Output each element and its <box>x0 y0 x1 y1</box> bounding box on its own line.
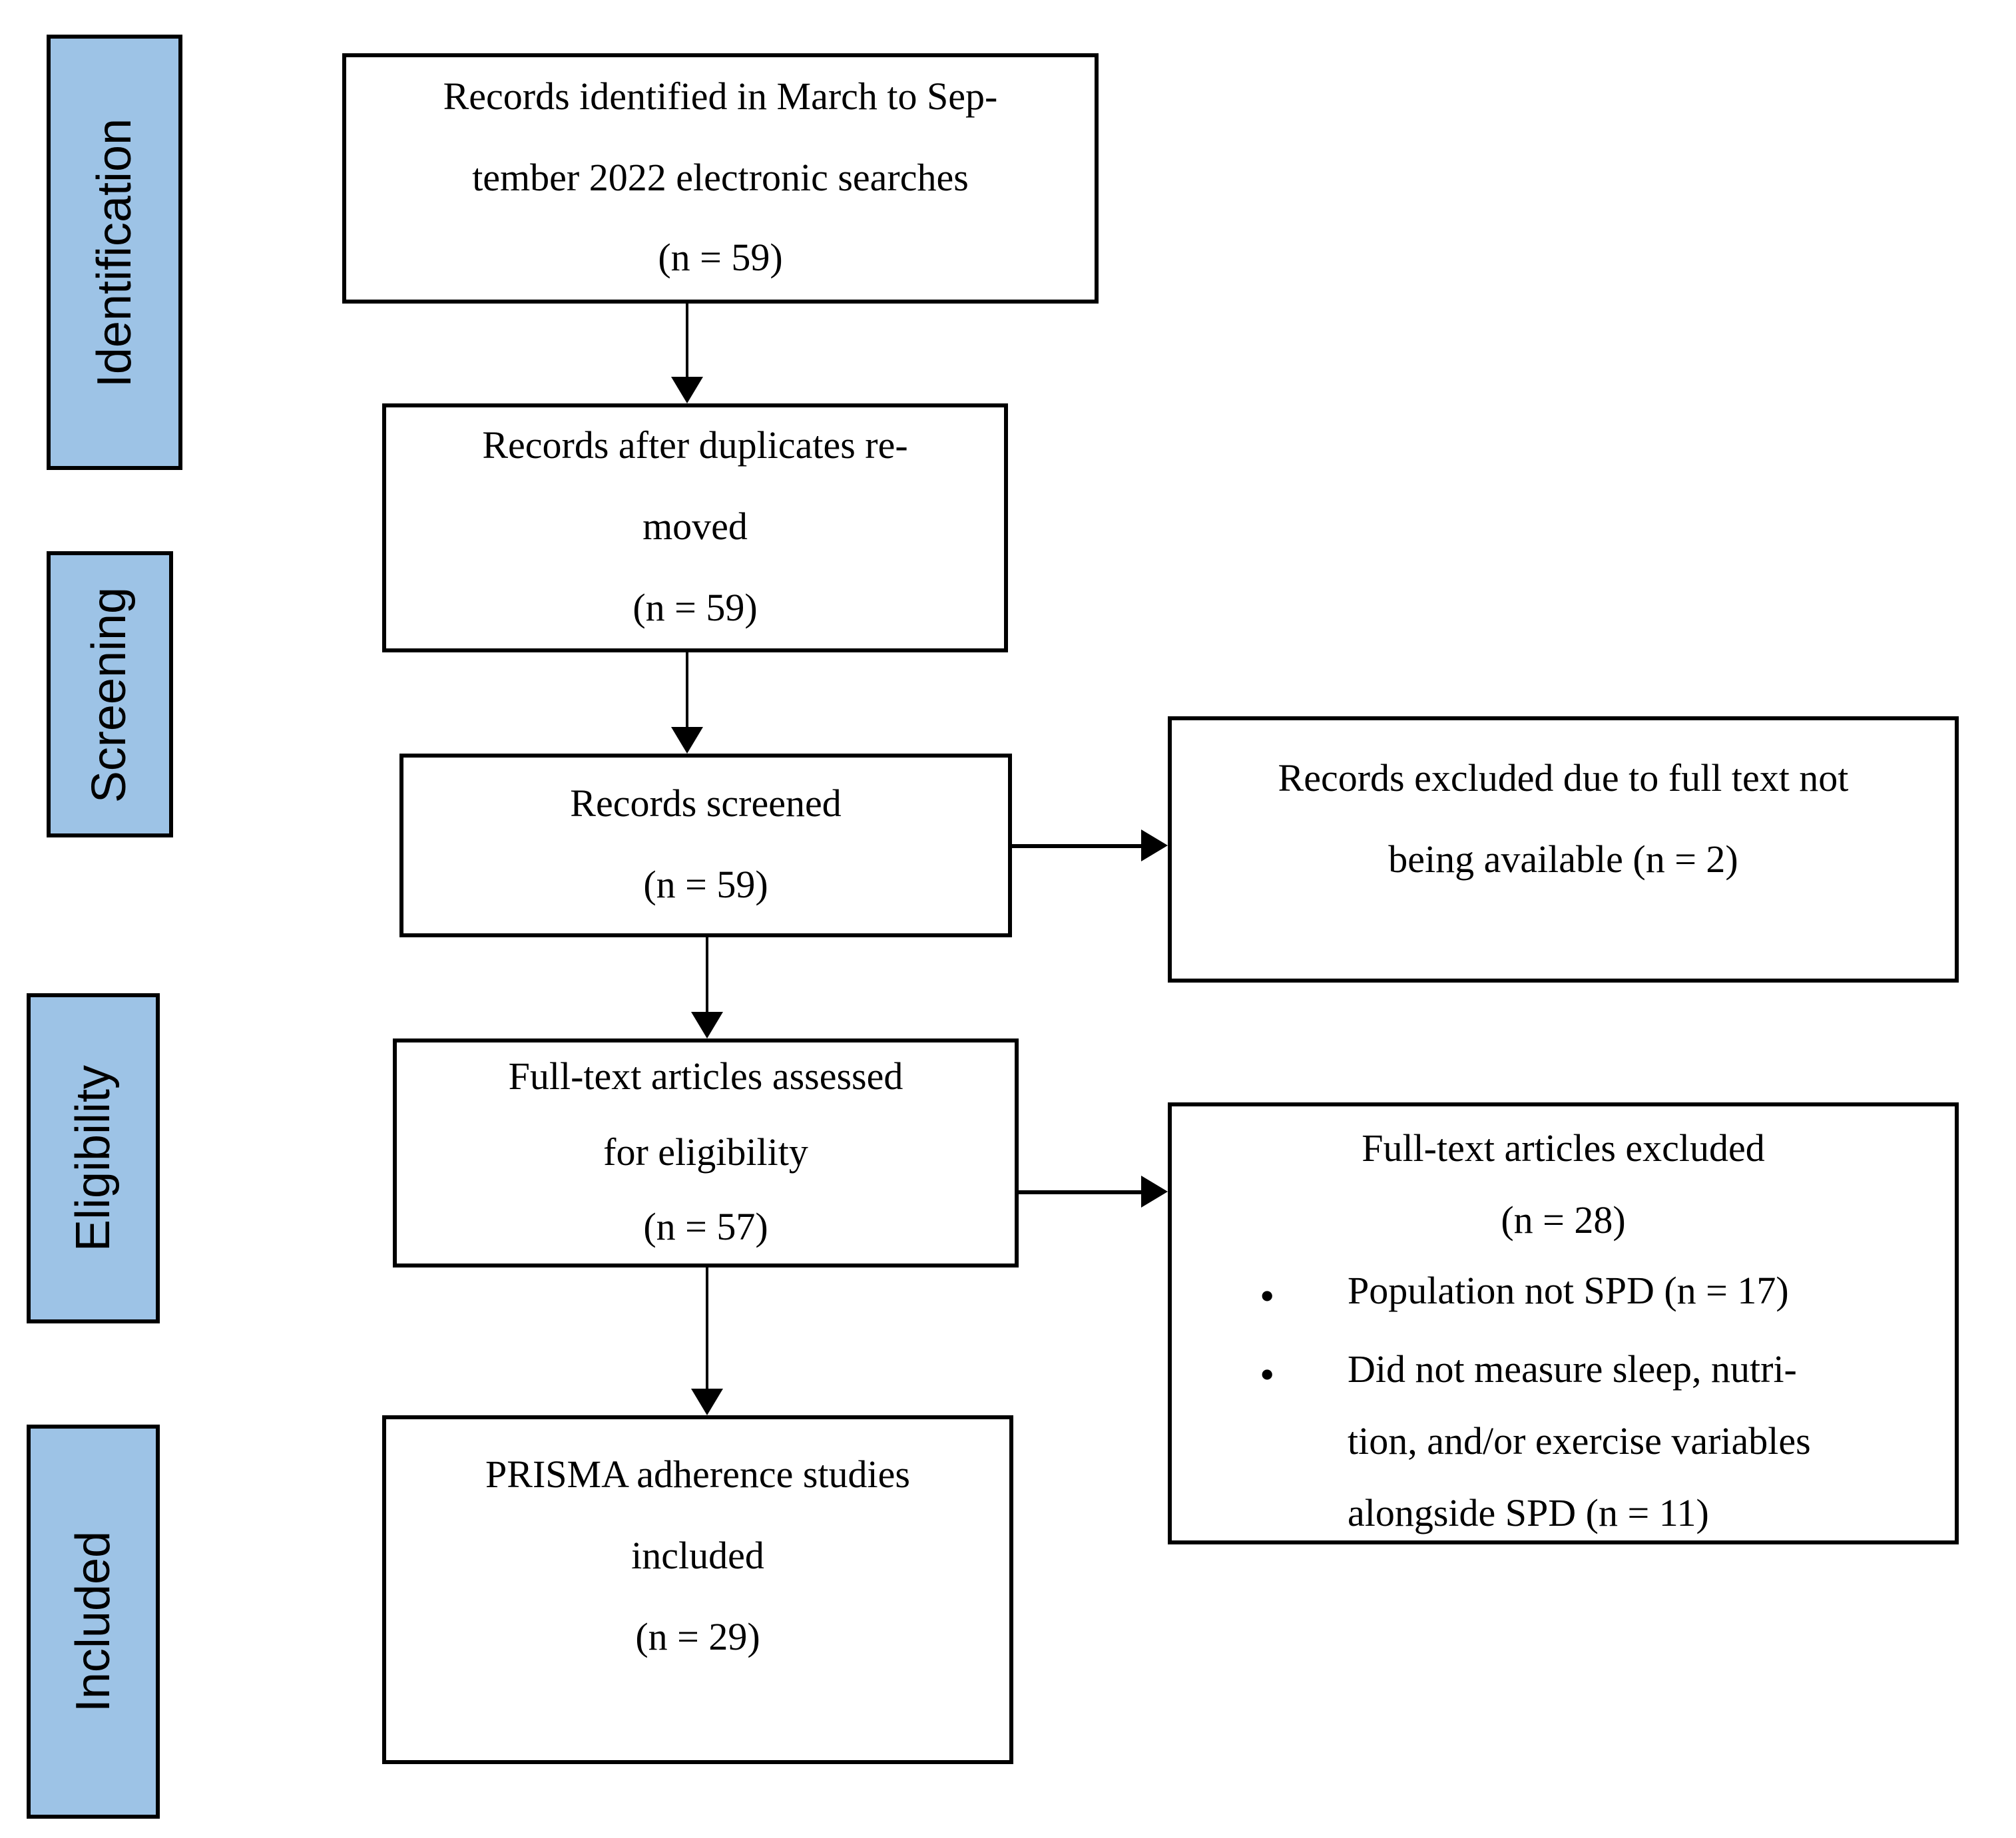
arrow-screened-to-excluded-head <box>1141 829 1168 861</box>
box-records-screened-text: Records screened (n = 59) <box>570 783 842 907</box>
box-excluded-no-fulltext: Records excluded due to full text not be… <box>1168 716 1959 983</box>
box-fulltext-excluded-count: (n = 28) <box>1501 1199 1626 1242</box>
arrow-deduplicated-to-screened-head <box>671 727 703 754</box>
stage-eligibility-label: Eligibility <box>65 1064 121 1252</box>
box-duplicates-removed-text: Records after duplicates re- moved (n = … <box>482 425 908 630</box>
box-fulltext-excluded: Full-text articles excluded (n = 28) • P… <box>1168 1102 1959 1544</box>
box-excluded-no-fulltext-text: Records excluded due to full text not be… <box>1278 758 1849 881</box>
arrow-assessed-to-excluded-head <box>1141 1176 1168 1208</box>
box-fulltext-excluded-title: Full-text articles excluded <box>1362 1128 1765 1170</box>
box-duplicates-removed: Records after duplicates re- moved (n = … <box>382 403 1008 652</box>
box-records-identified-text: Records identified in March to Sep- temb… <box>443 75 998 280</box>
stage-screening: Screening <box>47 551 173 837</box>
bullet-icon: • <box>1260 1350 1275 1399</box>
stage-identification: Identification <box>47 35 182 470</box>
arrow-assessed-to-included-line <box>706 1267 708 1389</box>
arrow-deduplicated-to-screened-line <box>686 652 688 727</box>
exclusion-reason-text: Population not SPD (n = 17) <box>1348 1270 1789 1313</box>
stage-included: Included <box>27 1425 160 1819</box>
box-records-identified: Records identified in March to Sep- temb… <box>342 53 1099 304</box>
box-included-studies: PRISMA adherence studies included (n = 2… <box>382 1415 1013 1764</box>
arrow-assessed-to-excluded-line <box>1019 1190 1141 1194</box>
arrow-identified-to-deduplicated-head <box>671 377 703 403</box>
exclusion-reason-item: • Did not measure sleep, nutri- tion, an… <box>1172 1336 1955 1550</box>
box-records-screened: Records screened (n = 59) <box>399 754 1012 937</box>
arrow-identified-to-deduplicated-line <box>686 304 688 377</box>
stage-included-label: Included <box>65 1530 121 1713</box>
stage-identification-label: Identification <box>87 117 142 387</box>
box-included-studies-text: PRISMA adherence studies included (n = 2… <box>485 1454 910 1659</box>
exclusion-reason-item: • Population not SPD (n = 17) <box>1172 1258 1955 1336</box>
stage-eligibility: Eligibility <box>27 993 160 1323</box>
arrow-screened-to-assessed-line <box>706 937 708 1012</box>
box-fulltext-assessed-text: Full-text articles assessed for eligibil… <box>508 1056 903 1250</box>
box-fulltext-assessed: Full-text articles assessed for eligibil… <box>393 1038 1019 1267</box>
arrow-assessed-to-included-head <box>691 1389 723 1415</box>
stage-screening-label: Screening <box>82 586 137 803</box>
arrow-screened-to-assessed-head <box>691 1012 723 1038</box>
exclusion-reason-text: Did not measure sleep, nutri- tion, and/… <box>1348 1349 1811 1535</box>
arrow-screened-to-excluded-line <box>1012 844 1141 848</box>
bullet-icon: • <box>1260 1271 1275 1320</box>
